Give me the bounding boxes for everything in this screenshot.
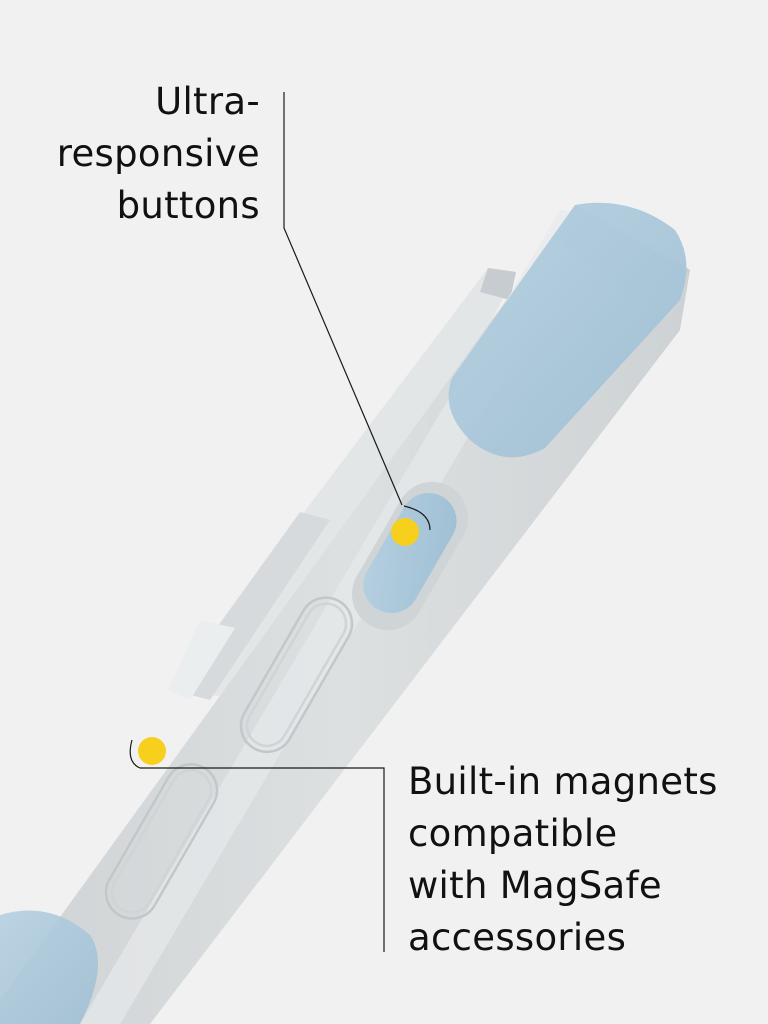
magnets-marker-dot	[138, 737, 166, 765]
magnets-callout-line-3: with MagSafe	[408, 864, 662, 907]
buttons-marker-arc	[403, 505, 431, 531]
magnets-callout-line-4: accessories	[408, 916, 627, 959]
side-button-cutout	[352, 481, 468, 631]
buttons-callout-line-2: responsive	[56, 132, 260, 175]
buttons-callout-line-3: buttons	[116, 184, 260, 227]
magnets-leader-line	[140, 767, 385, 952]
buttons-callout-line-1: Ultra-	[155, 80, 260, 123]
magnets-callout-text: Built-in magnets compatible with MagSafe…	[408, 756, 718, 964]
magnets-marker-arc	[129, 739, 141, 769]
magnets-callout-line-2: compatible	[408, 812, 618, 855]
buttons-leader-line	[283, 92, 403, 506]
phone-metal-frame	[168, 268, 516, 706]
case-blue-tint-top	[448, 202, 687, 458]
buttons-marker-dot	[391, 518, 419, 546]
buttons-callout-text: Ultra- responsive buttons	[57, 76, 260, 232]
volume-button-upper	[239, 596, 354, 754]
case-blue-tint-bottom	[0, 910, 98, 1024]
magnets-callout-line-1: Built-in magnets	[408, 760, 718, 803]
